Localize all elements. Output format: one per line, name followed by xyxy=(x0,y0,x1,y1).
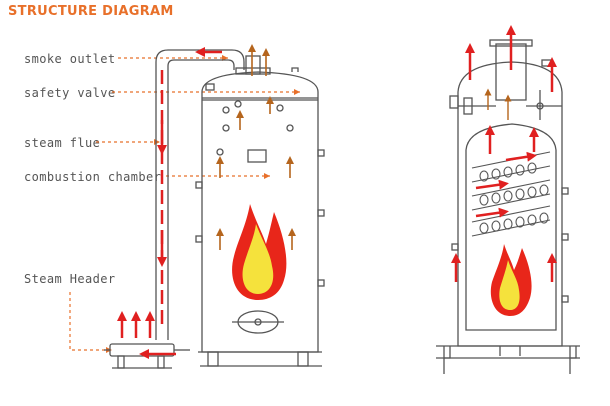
tube-row-1 xyxy=(471,151,551,183)
right-boiler xyxy=(436,39,580,374)
label-smoke-outlet: smoke outlet xyxy=(24,52,116,66)
flame-left xyxy=(232,204,287,300)
flame-left-inner xyxy=(242,224,274,294)
smoke-outlet xyxy=(245,55,261,75)
flame-right-inner xyxy=(499,260,520,310)
right-flow-tube-1 xyxy=(505,151,537,162)
tube-rows xyxy=(471,151,551,237)
label-safety-valve: safety valve xyxy=(24,86,116,100)
label-combustion-chamber: combustion chamber xyxy=(24,170,162,184)
right-shell xyxy=(457,61,563,347)
right-flow-tube-3 xyxy=(475,207,509,218)
right-combustion-chamber xyxy=(465,123,557,331)
label-steam-header: Steam Header xyxy=(24,272,116,286)
tube-row-3 xyxy=(471,205,551,237)
label-steam-flue: steam flue xyxy=(24,136,101,150)
right-flow-tube-2 xyxy=(475,179,509,190)
boiler-shell xyxy=(201,71,319,353)
leader-steam-header xyxy=(69,292,112,351)
tube-row-2 xyxy=(471,179,551,211)
steam-flue-pipe xyxy=(155,49,245,340)
leader-lines xyxy=(69,57,300,351)
flame-right xyxy=(490,244,532,316)
diagram-title: STRUCTURE DIAGRAM xyxy=(8,4,174,19)
